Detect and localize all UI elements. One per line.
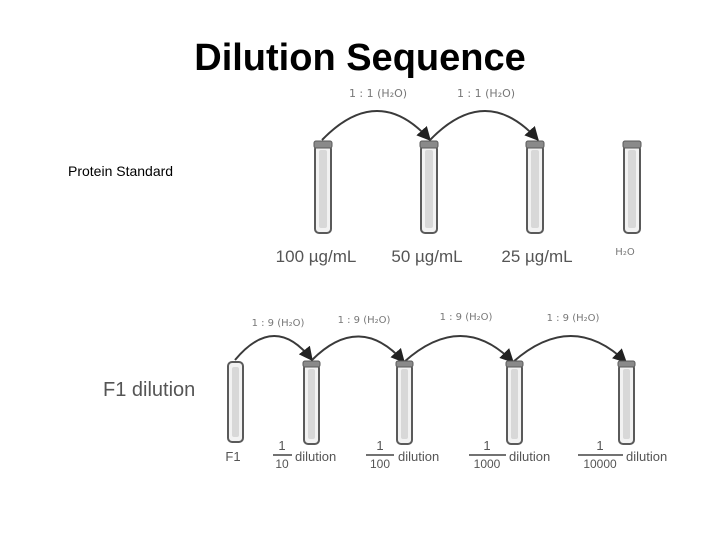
f1-dilution-section: F1 dilution 1 : 9 (H₂O) 1 : 9 (H₂O) 1 : … — [103, 312, 667, 471]
fraction-suffix: dilution — [509, 449, 550, 464]
fraction-numerator: 1 — [376, 438, 383, 453]
ps-step-label: 1 : 1 (H₂O) — [349, 87, 407, 100]
ps-tube-label: 50 µg/mL — [391, 247, 462, 266]
f1-step-label: 1 : 9 (H₂O) — [440, 312, 493, 323]
fraction-denominator: 10 — [275, 457, 289, 471]
f1-transfer-arrow — [403, 335, 514, 363]
test-tube — [525, 140, 545, 234]
f1-step-label: 1 : 9 (H₂O) — [547, 313, 600, 324]
fraction-numerator: 1 — [483, 438, 490, 453]
test-tube — [302, 360, 321, 445]
dilution-fraction: 1 100 dilution — [366, 438, 439, 471]
fraction-suffix: dilution — [398, 449, 439, 464]
f1-transfer-arrow — [234, 335, 313, 362]
f1-step-label: 1 : 9 (H₂O) — [338, 315, 391, 326]
dilution-fraction: 1 1000 dilution — [469, 438, 550, 471]
test-tube — [505, 360, 524, 445]
fraction-numerator: 1 — [278, 438, 285, 453]
dilution-fraction: 1 10000 dilution — [578, 438, 667, 471]
f1-transfer-arrow — [311, 335, 405, 364]
ps-transfer-arrow — [321, 110, 431, 142]
fraction-denominator: 1000 — [474, 457, 501, 471]
protein-standard-section: Protein Standard 1 : 1 (H₂O) 1 : 1 (H₂O) — [68, 87, 642, 266]
fraction-suffix: dilution — [295, 449, 336, 464]
page-title: Dilution Sequence — [194, 37, 525, 79]
test-tube — [313, 140, 333, 234]
f1-tube-label: F1 — [225, 449, 240, 464]
ps-tube-label: 25 µg/mL — [501, 247, 572, 266]
fraction-denominator: 100 — [370, 457, 390, 471]
test-tube — [227, 361, 244, 443]
test-tube — [617, 360, 636, 445]
test-tube — [622, 140, 642, 234]
f1-transfer-arrow — [512, 335, 628, 363]
fraction-numerator: 1 — [596, 438, 603, 453]
ps-transfer-arrow — [429, 110, 539, 142]
f1-dilution-label: F1 dilution — [103, 379, 195, 401]
test-tube — [395, 360, 414, 445]
ps-tube-label: 100 µg/mL — [276, 247, 357, 266]
ps-step-label: 1 : 1 (H₂O) — [457, 87, 515, 100]
dilution-fraction: 1 10 dilution — [273, 438, 336, 471]
fraction-suffix: dilution — [626, 449, 667, 464]
fraction-denominator: 10000 — [583, 457, 617, 471]
ps-tube-label: H₂O — [615, 247, 635, 258]
f1-step-label: 1 : 9 (H₂O) — [252, 318, 305, 329]
protein-standard-label: Protein Standard — [68, 163, 173, 179]
test-tube — [419, 140, 439, 234]
